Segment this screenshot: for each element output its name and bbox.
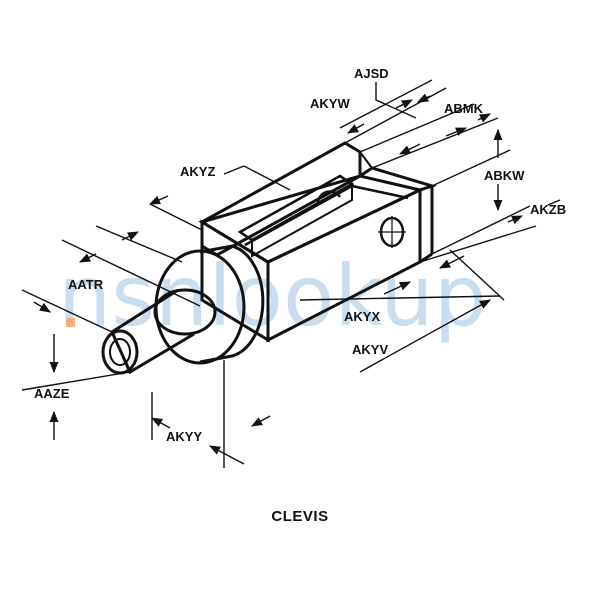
label-aatr: AATR: [68, 277, 104, 292]
label-akyz: AKYZ: [180, 164, 215, 179]
watermark-dot: [66, 318, 75, 327]
label-akzb: AKZB: [530, 202, 566, 217]
label-akyx: AKYX: [344, 309, 380, 324]
label-akyv: AKYV: [352, 342, 388, 357]
front-pin-hole: [378, 216, 406, 248]
label-ajsd: AJSD: [354, 66, 389, 81]
label-aaze: AAZE: [34, 386, 70, 401]
figure-caption: CLEVIS: [271, 508, 329, 525]
label-akyy: AKYY: [166, 429, 202, 444]
dimension-lines: [21, 79, 561, 468]
label-akyw: AKYW: [310, 96, 350, 111]
dimension-labels: AJSD AKYW ABMK AKYZ ABKW AKZB AATR AKYX …: [34, 66, 566, 444]
label-abkw: ABKW: [484, 168, 525, 183]
label-abmk: ABMK: [444, 101, 484, 116]
